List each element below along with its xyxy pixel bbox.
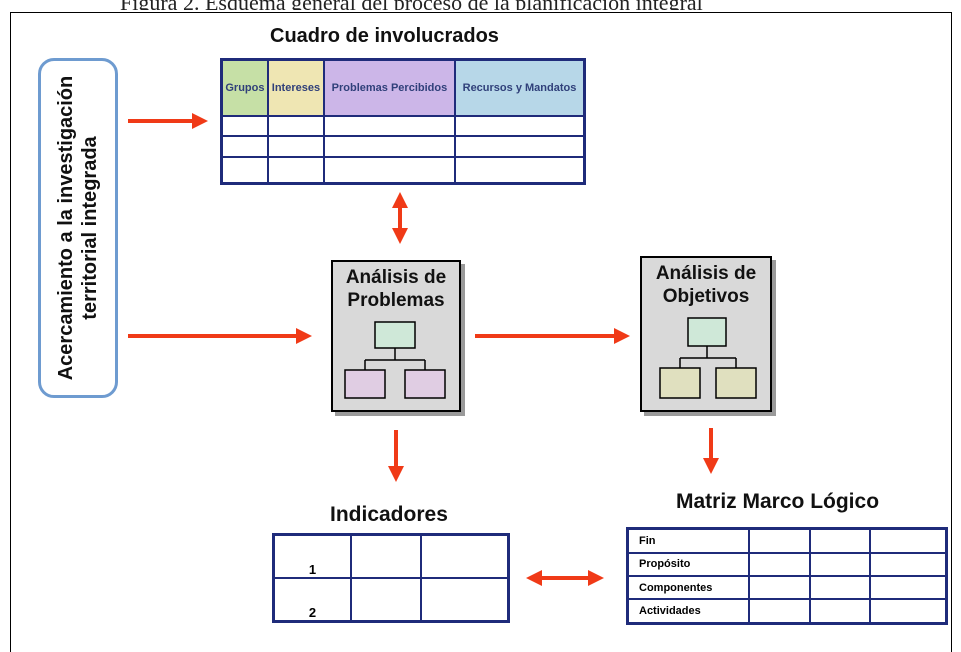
problems-analysis-node: Análisis de Problemas: [331, 260, 461, 412]
tree-icon: [344, 321, 446, 399]
tree-icon: [659, 317, 757, 399]
logframe-title: Matriz Marco Lógico: [676, 490, 880, 513]
diagram-frame: [10, 12, 952, 652]
indicator-number: 2: [272, 577, 353, 623]
territorial-research-box: Acercamiento a la investigación territor…: [38, 58, 118, 398]
stakeholders-title: Cuadro de involucrados: [270, 25, 499, 47]
table-row: [220, 135, 586, 159]
indicators-title: Indicadores: [330, 503, 448, 526]
logframe-row-label: Propósito: [626, 551, 750, 577]
column-header-groups: Grupos: [220, 58, 269, 117]
objectives-analysis-label: Análisis de Objetivos: [655, 263, 757, 307]
logframe-row-label: Actividades: [626, 598, 750, 625]
logframe-row-label: Componentes: [626, 574, 750, 601]
problems-analysis-label: Análisis de Problemas: [345, 267, 447, 311]
table-row: Actividades: [626, 598, 948, 625]
column-header-perceived-problems: Problemas Percibidos: [322, 58, 456, 117]
caption-fragment: Figura 2. Esquema general del proceso de…: [0, 0, 961, 10]
table-row: Fin: [626, 527, 948, 554]
indicators-table: 1 2: [272, 533, 510, 623]
column-header-interests: Intereses: [266, 58, 325, 117]
table-row: Propósito: [626, 551, 948, 577]
logframe-row-label: Fin: [626, 527, 750, 554]
indicator-number: 1: [272, 533, 353, 579]
logframe-table: Fin Propósito Componentes Actividades: [626, 527, 948, 625]
stakeholders-table: Grupos Intereses Problemas Percibidos Re…: [220, 58, 586, 185]
table-row: [220, 114, 586, 138]
objectives-analysis-node: Análisis de Objetivos: [640, 256, 772, 412]
table-row: 1: [272, 533, 510, 579]
caption-text: Figura 2. Esquema general del proceso de…: [120, 0, 703, 10]
table-row: [220, 156, 586, 185]
table-row: Componentes: [626, 574, 948, 601]
table-row: 2: [272, 577, 510, 623]
column-header-resources-mandates: Recursos y Mandatos: [453, 58, 586, 117]
